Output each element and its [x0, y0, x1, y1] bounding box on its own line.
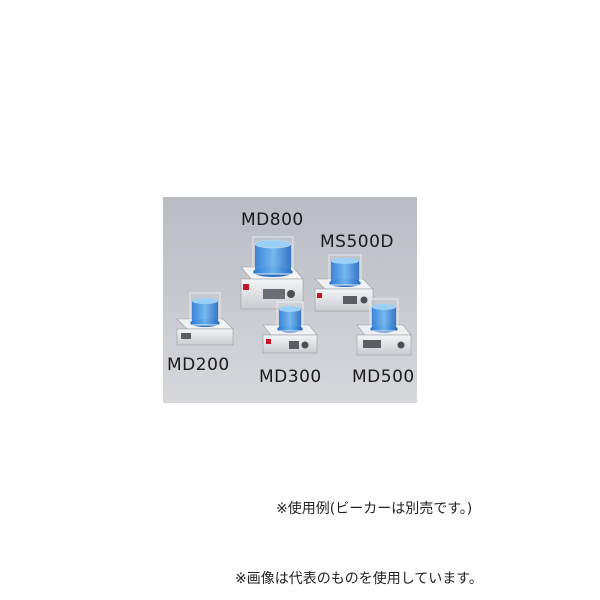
label-ms500d: MS500D	[320, 232, 394, 252]
md300-stirrer	[262, 301, 318, 354]
stirrers-illustration	[176, 236, 412, 356]
md200-stirrer	[176, 292, 234, 346]
md500-stirrer	[356, 298, 412, 356]
ms500d-stirrer	[314, 254, 374, 312]
label-md500: MD500	[352, 367, 415, 387]
label-md800: MD800	[241, 210, 304, 230]
usage-example-note: ※使用例(ビーカーは別売です。)	[276, 501, 473, 517]
product-photo: MD800 MS500D MD200 MD300 MD500	[163, 197, 417, 403]
md800-stirrer	[240, 236, 304, 310]
label-md300: MD300	[259, 367, 322, 387]
label-md200: MD200	[167, 355, 230, 375]
representative-image-note: ※画像は代表のものを使用しています。	[235, 571, 483, 587]
